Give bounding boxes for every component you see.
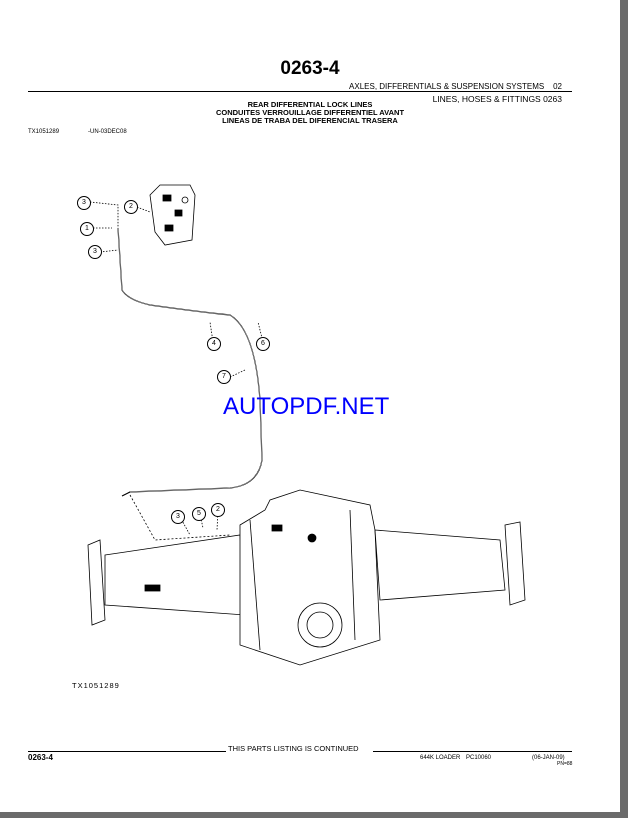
footer-catalog: PC10060 (466, 755, 492, 761)
header-rule (28, 91, 572, 93)
callout-3: 3 (171, 510, 185, 524)
section-title: LINES, HOSES & FITTINGS 0263 (432, 94, 562, 104)
footer-page-number: 0263-4 (28, 753, 53, 762)
figure-ref-date: -UN-03DEC08 (88, 129, 127, 135)
footer-rule-left (28, 751, 226, 752)
caption-en: REAR DIFFERENTIAL LOCK LINES (247, 100, 373, 109)
tube-line (117, 227, 263, 497)
continued-note: THIS PARTS LISTING IS CONTINUED (228, 744, 359, 753)
callout-2: 2 (211, 503, 225, 517)
callout-3: 3 (77, 196, 91, 210)
callout-7: 7 (217, 370, 231, 384)
section-group-code: 02 (553, 82, 562, 91)
figure-ref: TX1051289 (28, 129, 60, 135)
callout-1: 1 (80, 222, 94, 236)
valve-block (149, 184, 196, 246)
callout-5: 5 (192, 507, 206, 521)
callout-2: 2 (124, 200, 138, 214)
parts-illustration (87, 184, 526, 666)
axle-assembly (87, 489, 526, 666)
callout-4: 4 (207, 337, 221, 351)
figure-caption: TX1051289 (72, 681, 120, 690)
caption-es: LINEAS DE TRABA DEL DIFERENCIAL TRASERA (222, 116, 398, 125)
callout-3: 3 (88, 245, 102, 259)
footer-model: 644K LOADER (420, 755, 461, 761)
footer-date: (06-JAN-09) (532, 755, 565, 761)
caption-fr: CONDUITES VERROUILLAGE DIFFERENTIEL AVAN… (215, 108, 405, 117)
callout-6: 6 (256, 337, 270, 351)
leader-lines (89, 201, 264, 536)
page-title: 0263-4 (280, 58, 340, 79)
footer-rule-right (373, 751, 572, 752)
footer-pn: PN=88 (557, 761, 573, 767)
section-group-label: AXLES, DIFFERENTIALS & SUSPENSION SYSTEM… (349, 82, 545, 91)
section-group: AXLES, DIFFERENTIALS & SUSPENSION SYSTEM… (349, 82, 562, 91)
watermark: AUTOPDF.NET (223, 393, 390, 420)
